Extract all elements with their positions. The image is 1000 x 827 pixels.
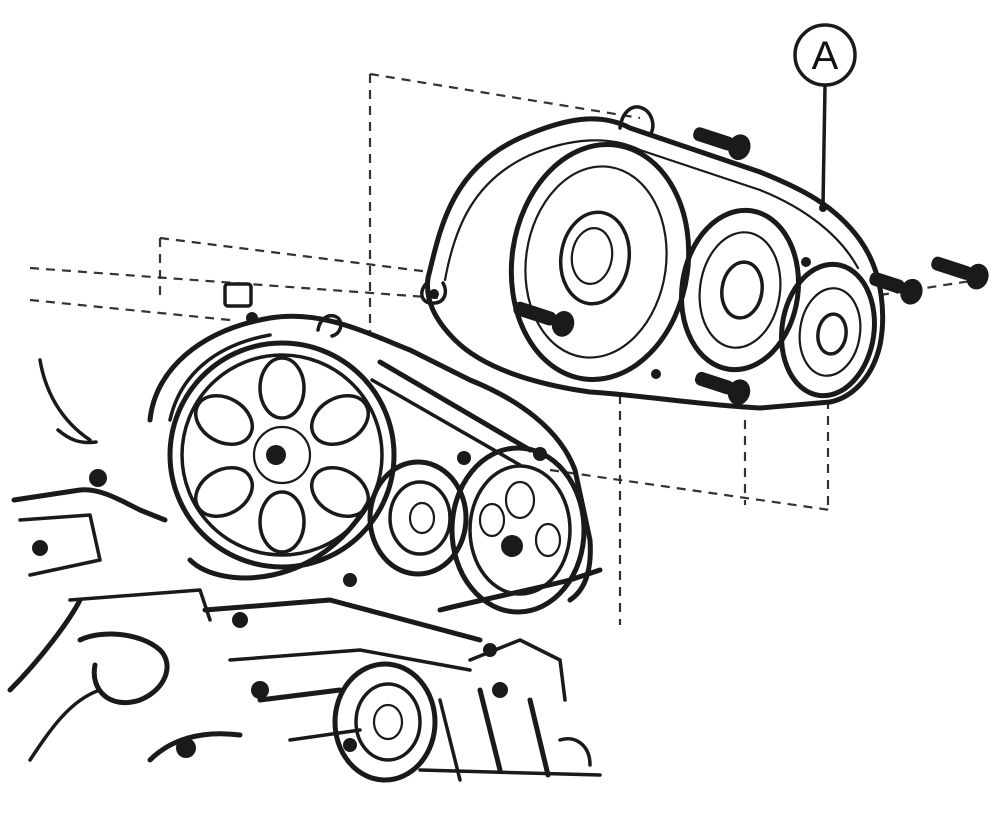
tensioner-sprocket	[449, 445, 587, 615]
bolt-right	[931, 256, 989, 290]
timing-belt-cover	[420, 105, 886, 411]
engine-block	[7, 358, 603, 783]
bolt-bottom	[694, 371, 751, 406]
cover-bolts	[513, 127, 989, 406]
bolt-right-inner	[869, 272, 923, 305]
engine-rear-cover	[147, 282, 593, 603]
idler-pulley	[367, 459, 469, 577]
camshaft-sprocket	[167, 340, 397, 570]
callout-a-label: A	[812, 34, 839, 78]
callout-a: A	[793, 23, 857, 212]
timing-belt	[187, 359, 533, 581]
bolt-center	[513, 301, 575, 337]
bolt-top	[693, 127, 751, 161]
